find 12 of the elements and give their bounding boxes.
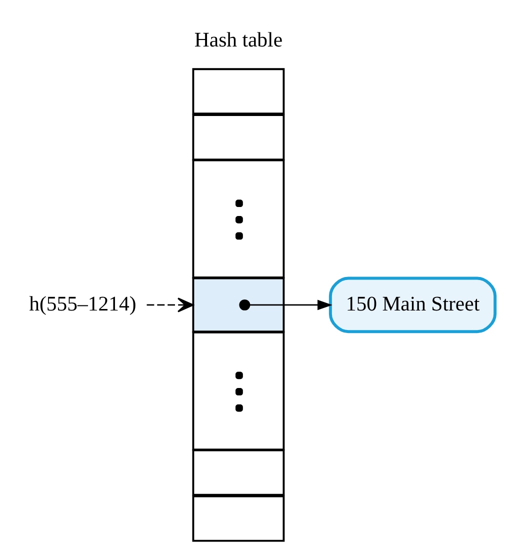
- label: Hash table: [194, 29, 282, 52]
- node-box: [192, 68, 284, 115]
- node-box: [192, 449, 284, 496]
- node-text: h(555–1214): [28, 293, 136, 316]
- arrow: [238, 299, 332, 310]
- node-box: [192, 114, 284, 161]
- node-box: [192, 495, 284, 542]
- node-box: 150 Main Street: [328, 276, 496, 334]
- node-box: [192, 159, 284, 278]
- node-box: [192, 277, 284, 333]
- node-box: [192, 331, 284, 451]
- arrow: [146, 298, 194, 312]
